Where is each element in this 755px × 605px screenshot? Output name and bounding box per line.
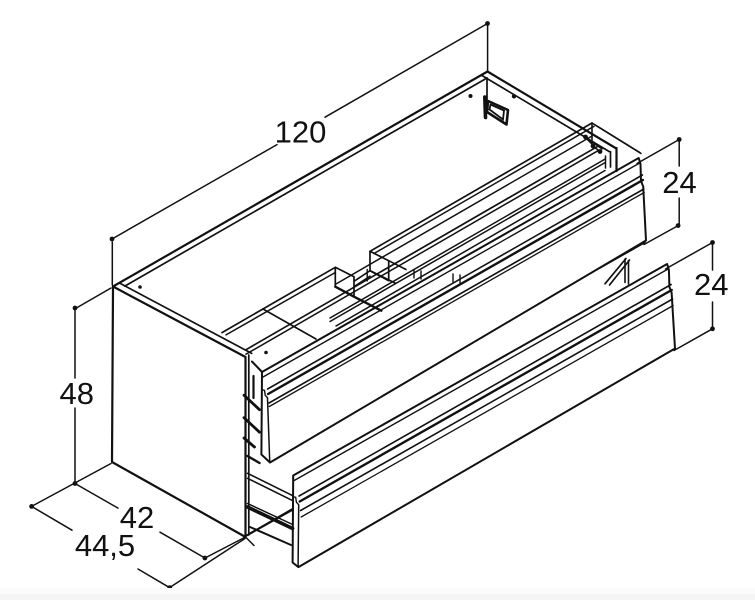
svg-text:44,5: 44,5 [75,528,135,563]
svg-text:42: 42 [120,500,154,535]
svg-text:120: 120 [275,115,327,150]
svg-text:24: 24 [662,165,696,200]
svg-text:48: 48 [59,376,93,411]
svg-text:24: 24 [694,267,728,302]
